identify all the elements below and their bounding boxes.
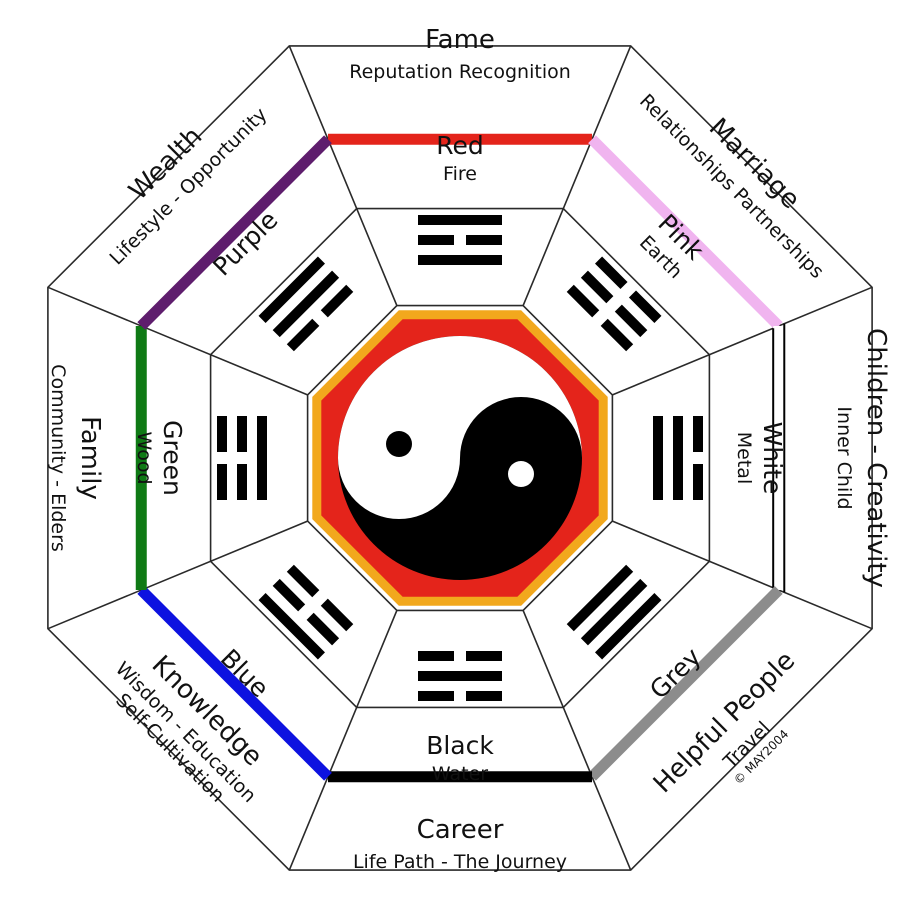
trigrams (217, 215, 703, 701)
trigram-yin-line (466, 235, 502, 245)
trigram-icon-fame (418, 215, 502, 265)
trigram-yin-line (595, 256, 628, 290)
yin-dot (386, 431, 412, 457)
sector-divider (522, 45, 632, 306)
trigram-yin-line (580, 270, 614, 304)
trigram-yin-line (418, 651, 454, 661)
outer-label-family: Family Community - Elders (47, 364, 105, 552)
trigram-yin-line (614, 304, 648, 338)
trigram-yang-line (257, 416, 267, 500)
trigram-yang-line (272, 270, 340, 338)
trigram-yin-line (693, 464, 703, 500)
trigram-yang-line (580, 578, 648, 646)
trigram-yin-line (306, 612, 340, 646)
yin-yang-center (312, 310, 608, 606)
trigram-yang-line (418, 215, 502, 225)
outer-label-children: Children - Creativity Inner Child (833, 328, 891, 588)
trigram-yin-line (693, 416, 703, 452)
trigram-yin-line (217, 416, 227, 452)
color-bar-marriage (588, 135, 783, 330)
sector-divider (47, 286, 308, 396)
trigram-icon-children (653, 416, 703, 500)
trigram-icon-helpful (566, 564, 662, 660)
sector-divider (612, 286, 873, 396)
area-title: Career (417, 815, 504, 845)
area-title: Fame (425, 25, 495, 55)
trigram-icon-career (418, 651, 502, 701)
color-name: Red (436, 131, 484, 160)
trigram-yin-line (272, 578, 306, 612)
yang-dot (508, 461, 534, 487)
sector-divider (47, 520, 308, 630)
trigram-yin-line (237, 464, 247, 500)
trigram-icon-wealth (258, 256, 354, 352)
trigram-yang-line (418, 255, 502, 265)
trigram-yin-line (286, 564, 320, 598)
trigram-yang-line (418, 671, 502, 681)
trigram-yin-line (418, 235, 454, 245)
sector-divider (288, 610, 398, 871)
color-name: Green (158, 420, 187, 496)
trigram-yin-line (628, 290, 662, 323)
area-subtitle: Life Path - The Journey (353, 851, 567, 873)
element-name: Fire (443, 163, 477, 185)
color-bars (135, 133, 786, 783)
trigram-yang-line (653, 416, 663, 500)
octagon-ring-4 (306, 304, 614, 612)
trigram-yin-line (600, 318, 634, 352)
trigram-yin-line (320, 598, 354, 632)
area-title: Family (75, 416, 105, 500)
element-name: Metal (733, 432, 755, 484)
trigram-yin-line (320, 284, 354, 318)
trigram-yin-line (217, 464, 227, 500)
area-subtitle: Community - Elders (47, 364, 69, 552)
trigram-yin-line (237, 416, 247, 452)
trigram-yang-line (566, 564, 634, 632)
trigram-yin-line (466, 691, 502, 701)
trigram-yin-line (566, 284, 600, 318)
area-subtitle: Reputation Recognition (349, 61, 571, 83)
trigram-yang-line (258, 593, 325, 660)
yang-half (338, 336, 582, 519)
trigram-yang-line (673, 416, 683, 500)
trigram-yang-line (595, 593, 662, 660)
color-name: White (758, 422, 787, 495)
trigram-icon-marriage (566, 256, 662, 352)
trigram-yin-line (286, 318, 320, 352)
sector-divider (612, 520, 873, 630)
color-bar-knowledge (137, 586, 332, 781)
trigram-yin-line (466, 651, 502, 661)
sector-divider (522, 610, 632, 871)
area-subtitle: Inner Child (833, 406, 855, 509)
color-bar-wealth (137, 135, 332, 330)
color-name: Black (426, 731, 494, 760)
area-title: Children - Creativity (861, 328, 891, 588)
trigram-icon-knowledge (258, 564, 354, 660)
sector-divider (288, 45, 398, 306)
trigram-yin-line (418, 691, 454, 701)
yin-yang-icon (338, 336, 582, 580)
color-bar-helpful (588, 586, 783, 781)
trigram-yang-line (258, 256, 325, 323)
element-name: Wood (133, 432, 155, 485)
trigram-icon-family (217, 416, 267, 500)
element-name: Water (432, 763, 488, 785)
octagon-ring-1 (47, 45, 873, 871)
